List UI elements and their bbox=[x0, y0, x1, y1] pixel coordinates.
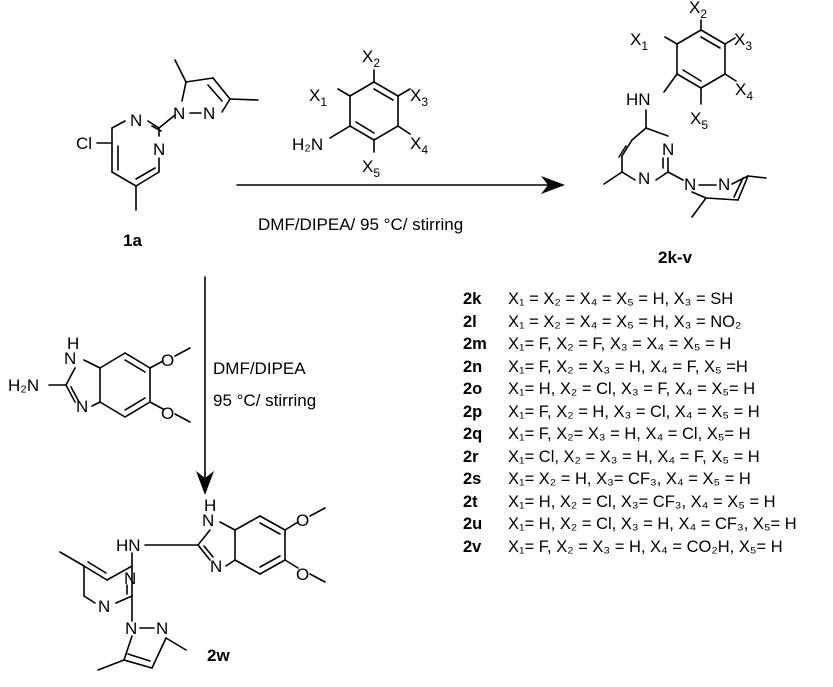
legend-compound-id: 2s bbox=[463, 470, 482, 488]
legend-compound-id: 2o bbox=[463, 380, 483, 398]
w-methoxy-o2: O bbox=[296, 565, 309, 584]
legend-row: 2k X₁ = X₂ = X₄ = X₅ = H, X₃ = SH bbox=[463, 290, 733, 314]
legend-compound-id: 2v bbox=[463, 537, 482, 556]
legend-substituents: X₁= H, X₂ = Cl, X₃ = F, X₄ = X₅= H bbox=[508, 380, 756, 398]
aniline-nh2-label: H₂N bbox=[292, 135, 323, 154]
legend-substituents: X₁= H, X₂ = Cl, X₃ = H, X₄ = CF₃, X₅= H bbox=[508, 515, 797, 533]
legend-substituents: X₁= F, X₂ = F, X₃ = X₄ = X₅ = H bbox=[508, 335, 732, 353]
x5-label: X5 bbox=[362, 157, 380, 180]
p-x2-label: X2 bbox=[689, 0, 707, 21]
legend-row: 2p X₁= F, X₂ = H, X₃ = Cl, X₄ = X₅ = H bbox=[463, 403, 760, 427]
product-2w-structure: N H N O O HN N N N bbox=[59, 496, 326, 671]
legend-compound-id: 2u bbox=[463, 515, 483, 533]
w-nh-label: N bbox=[202, 511, 214, 530]
product-pyrimidine-n1: N bbox=[638, 169, 650, 188]
p-x3-label: X3 bbox=[734, 30, 752, 53]
aniline-substituents: X2 X1 X3 X4 X5 bbox=[309, 47, 428, 180]
benzimidazole-n-label: N bbox=[76, 397, 88, 416]
compound-1a-structure: Cl N N N N bbox=[76, 59, 259, 211]
w-h-label: H bbox=[204, 496, 216, 515]
legend-row: 2u X₁= H, X₂ = Cl, X₃ = H, X₄ = CF₃, X₅= … bbox=[463, 515, 797, 539]
p-x5-label: X5 bbox=[690, 109, 708, 132]
amine-hn-label: HN bbox=[626, 90, 651, 109]
legend-compound-id: 2k bbox=[463, 290, 482, 308]
legend-substituents: X₁= X₂ = H, X₃= CF₃, X₄ = X₅ = H bbox=[508, 470, 751, 488]
legend-row: 2v X₁= F, X₂ = X₃ = H, X₄ = CO₂H, X₅= H bbox=[463, 538, 783, 562]
x3-label: X3 bbox=[410, 86, 428, 109]
methoxy-o2: O bbox=[161, 404, 174, 423]
product-pyrazole-n2: N bbox=[718, 175, 730, 194]
w-methoxy-o1: O bbox=[296, 511, 309, 530]
conditions-left-line1: DMF/DIPEA bbox=[213, 359, 306, 378]
pyrazole-n2: N bbox=[203, 104, 215, 123]
product-pyrimidine-n3: N bbox=[662, 140, 674, 159]
benzimidazole-nh-label: N bbox=[64, 349, 76, 368]
aminobenzimidazole-reagent-structure: H₂N N H N O O bbox=[8, 334, 191, 423]
chlorine-atom: Cl bbox=[76, 134, 92, 153]
legend-compound-id: 2t bbox=[463, 492, 478, 511]
x4-label: X4 bbox=[410, 134, 428, 157]
benzimidazole-h-label: H bbox=[67, 334, 79, 353]
x2-label: X2 bbox=[362, 47, 380, 70]
product-pyrazole-n1: N bbox=[684, 175, 696, 194]
legend-row: 2l X₁ = X₂ = X₄ = X₅ = H, X₃ = NO₂ bbox=[463, 313, 741, 337]
legend-row: 2q X₁= F, X₂= X₃ = H, X₄ = Cl, X₅= H bbox=[463, 425, 751, 449]
w-pyrimidine-n3: N bbox=[124, 569, 136, 588]
product-substituents: X2 X1 X3 X4 X5 bbox=[630, 0, 753, 132]
w-hn-label: HN bbox=[116, 536, 141, 555]
legend-substituents: X₁= H, X₂ = Cl, X₃= CF₃, X₄ = X₅ = H bbox=[508, 492, 776, 511]
legend-row: 2o X₁= H, X₂ = Cl, X₃ = F, X₄ = X₅= H bbox=[463, 380, 755, 404]
legend-substituents: X₁= F, X₂ = X₃ = H, X₄ = CO₂H, X₅= H bbox=[508, 537, 783, 556]
w-pyrimidine-n1: N bbox=[98, 597, 110, 616]
w-n-label: N bbox=[210, 557, 222, 576]
p-x1-label: X1 bbox=[630, 30, 648, 53]
compound-2kv-label: 2k-v bbox=[658, 248, 693, 267]
legend-compound-id: 2m bbox=[463, 335, 487, 353]
methoxy-o1: O bbox=[161, 351, 174, 370]
legend-substituents: X₁ = X₂ = X₄ = X₅ = H, X₃ = NO₂ bbox=[508, 312, 742, 331]
pyrazole-n1: N bbox=[173, 104, 185, 123]
legend-substituents: X₁ = X₂ = X₄ = X₅ = H, X₃ = SH bbox=[508, 290, 734, 308]
legend-row: 2s X₁= X₂ = H, X₃= CF₃, X₄ = X₅ = H bbox=[463, 470, 751, 494]
pyrimidine-n1: N bbox=[130, 111, 142, 130]
legend-row: 2n X₁= F, X₂ = X₃ = H, X₄ = F, X₅ =H bbox=[463, 358, 748, 382]
legend-compound-id: 2q bbox=[463, 425, 483, 443]
p-x4-label: X4 bbox=[735, 80, 753, 103]
compound-1a-label: 1a bbox=[123, 231, 142, 250]
legend-row: 2r X₁= Cl, X₂ = X₃ = H, X₄ = F, X₅ = H bbox=[463, 448, 760, 472]
legend-substituents: X₁= F, X₂ = H, X₃ = Cl, X₄ = X₅ = H bbox=[508, 402, 760, 421]
pyrimidine-n3: N bbox=[153, 140, 165, 159]
compound-2w-label: 2w bbox=[207, 646, 230, 665]
benzimidazole-nh2-label: H₂N bbox=[8, 376, 39, 395]
reaction-arrow-down bbox=[196, 276, 214, 495]
x1-label: X1 bbox=[309, 86, 327, 109]
w-pyrazole-n1: N bbox=[125, 619, 137, 638]
legend-compound-id: 2p bbox=[463, 402, 483, 421]
w-pyrazole-n2: N bbox=[156, 619, 168, 638]
aniline-reagent-structure: H₂N bbox=[292, 69, 411, 154]
legend-row: 2t X₁= H, X₂ = Cl, X₃= CF₃, X₄ = X₅ = H bbox=[463, 493, 776, 517]
legend-compound-id: 2n bbox=[463, 357, 483, 376]
legend-row: 2m X₁= F, X₂ = F, X₃ = X₄ = X₅ = H bbox=[463, 335, 731, 359]
legend-substituents: X₁= Cl, X₂ = X₃ = H, X₄ = F, X₅ = H bbox=[508, 447, 760, 466]
legend-compound-id: 2l bbox=[463, 312, 477, 331]
legend-compound-id: 2r bbox=[463, 447, 479, 466]
conditions-left-line2: 95 °C/ stirring bbox=[213, 391, 316, 410]
conditions-top: DMF/DIPEA/ 95 °C/ stirring bbox=[258, 215, 463, 234]
product-2kv-structure: HN N N N N bbox=[603, 19, 767, 218]
legend-substituents: X₁= F, X₂= X₃ = H, X₄ = Cl, X₅= H bbox=[508, 425, 751, 443]
reaction-arrow-right bbox=[236, 176, 565, 194]
legend-substituents: X₁= F, X₂ = X₃ = H, X₄ = F, X₅ =H bbox=[508, 357, 748, 376]
